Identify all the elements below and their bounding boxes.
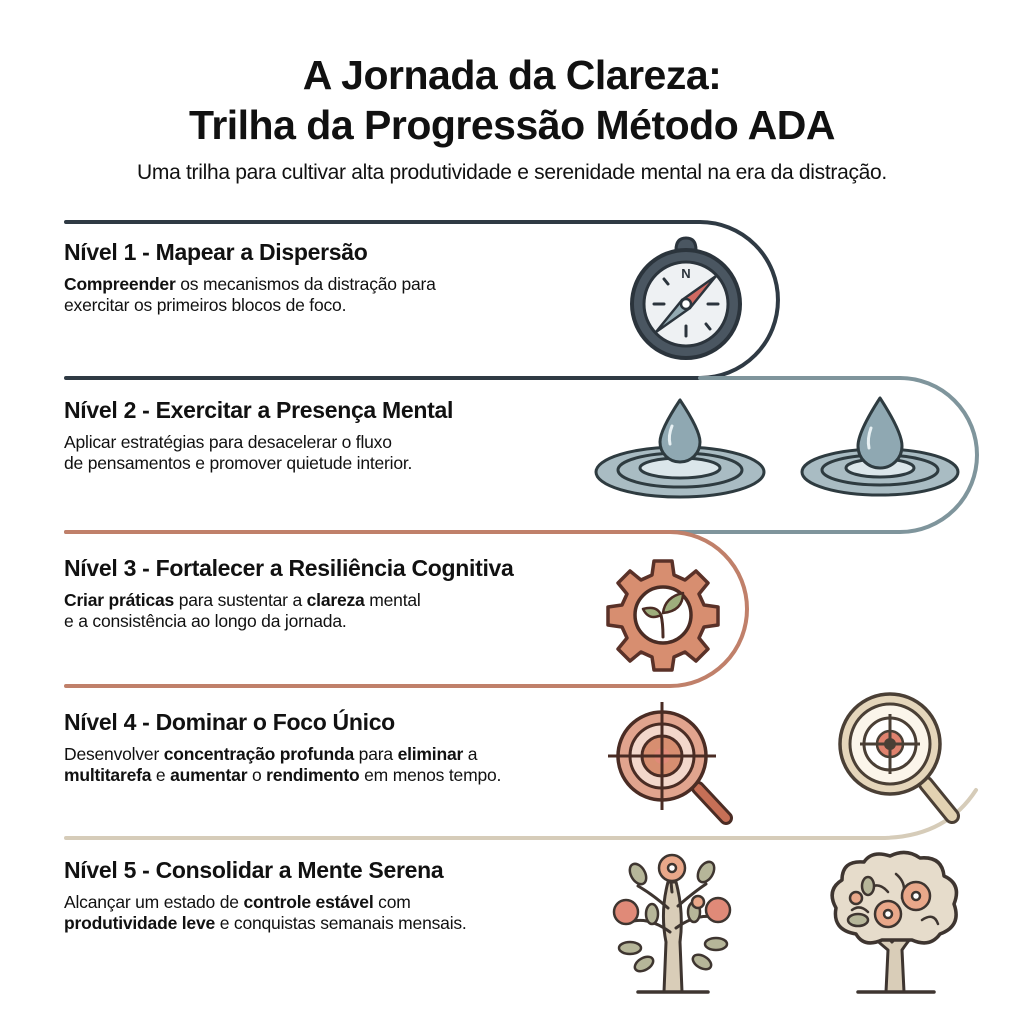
level-description: Desenvolver concentração profunda para e…	[64, 744, 604, 786]
level-1: Nível 1 - Mapear a Dispersão Compreender…	[64, 238, 604, 316]
target-magnifier-icon	[608, 702, 733, 825]
level-2: Nível 2 - Exercitar a Presença Mental Ap…	[64, 396, 604, 474]
level-title: Nível 1 - Mapear a Dispersão	[64, 239, 368, 265]
description-text: em menos tempo.	[359, 765, 502, 785]
level-description: Alcançar um estado de controle estável c…	[64, 892, 604, 934]
description-text: com	[373, 892, 411, 912]
level-description: Compreender os mecanismos da distração p…	[64, 274, 604, 316]
title-line-2: Trilha da Progressão Método ADA	[189, 102, 835, 148]
page-title: A Jornada da Clareza: Trilha da Progress…	[0, 50, 1024, 150]
emphasis-text: Compreender	[64, 274, 176, 294]
target-magnifier-icon	[838, 692, 960, 824]
emphasis-text: eliminar	[397, 744, 464, 764]
brain-tree-icon	[830, 850, 959, 994]
emphasis-text: Criar práticas	[64, 590, 175, 610]
flowering-tree-icon	[612, 853, 732, 994]
emphasis-text: clareza	[306, 590, 365, 610]
description-text: mental	[364, 590, 421, 610]
water-drop-ripple-icon	[800, 396, 960, 497]
emphasis-text: produtividade leve	[64, 913, 216, 933]
subtitle: Uma trilha para cultivar alta produtivid…	[137, 161, 887, 184]
description-text: Aplicar estratégias para desacelerar o f…	[64, 432, 392, 452]
description-text: e	[151, 765, 171, 785]
emphasis-text: multitarefa	[64, 765, 152, 785]
header: A Jornada da Clareza: Trilha da Progress…	[0, 50, 1024, 186]
gear-sprout-icon	[606, 559, 720, 672]
level-title: Nível 3 - Fortalecer a Resiliência Cogni…	[64, 555, 514, 581]
level-description: Criar práticas para sustentar a clareza …	[64, 590, 604, 632]
description-text: de pensamentos e promover quietude inter…	[64, 453, 413, 473]
description-text: exercitar os primeiros blocos de foco.	[64, 295, 347, 315]
description-text: para	[354, 744, 398, 764]
level-3: Nível 3 - Fortalecer a Resiliência Cogni…	[64, 554, 604, 632]
level-description: Aplicar estratégias para desacelerar o f…	[64, 432, 604, 474]
description-text: Desenvolver	[64, 744, 164, 764]
description-text: para sustentar a	[174, 590, 307, 610]
description-text: e conquistas semanais mensais.	[215, 913, 467, 933]
level-title: Nível 2 - Exercitar a Presença Mental	[64, 397, 454, 423]
water-drop-ripple-icon	[594, 398, 766, 499]
description-text: o	[247, 765, 267, 785]
emphasis-text: rendimento	[266, 765, 360, 785]
svg-text:N: N	[681, 266, 690, 281]
emphasis-text: aumentar	[170, 765, 248, 785]
emphasis-text: concentração profunda	[163, 744, 355, 764]
level-title: Nível 5 - Consolidar a Mente Serena	[64, 857, 444, 883]
description-text: a	[463, 744, 478, 764]
level-5: Nível 5 - Consolidar a Mente Serena Alca…	[64, 856, 604, 934]
description-text: e a consistência ao longo da jornada.	[64, 611, 347, 631]
description-text: Alcançar um estado de	[64, 892, 244, 912]
level-4: Nível 4 - Dominar o Foco Único Desenvolv…	[64, 708, 604, 786]
level-title: Nível 4 - Dominar o Foco Único	[64, 709, 395, 735]
title-line-1: A Jornada da Clareza:	[302, 52, 722, 98]
description-text: os mecanismos da distração para	[175, 274, 436, 294]
emphasis-text: controle estável	[243, 892, 374, 912]
compass-icon: N	[630, 236, 742, 360]
